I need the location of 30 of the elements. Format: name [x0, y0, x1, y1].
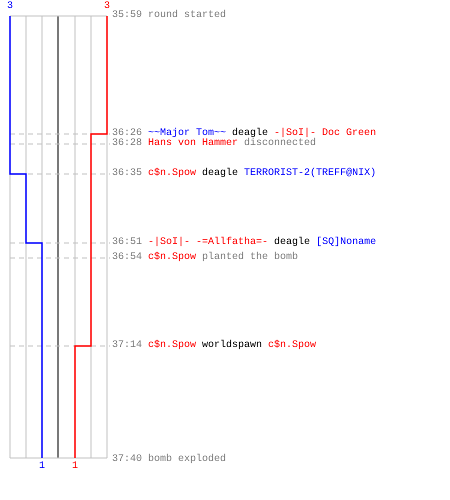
- player-name: c$n.Spow: [268, 340, 316, 352]
- timestamp: 37:40: [112, 454, 142, 466]
- timestamp: 36:35: [112, 168, 142, 180]
- count-label: 1: [72, 461, 78, 473]
- player-name: -|SoI|- -=Allfatha=-: [148, 237, 268, 249]
- player-name: c$n.Spow: [148, 252, 196, 264]
- event-text: round started: [148, 10, 226, 22]
- timestamp: 36:51: [112, 237, 142, 249]
- player-name: ~~Major Tom~~: [148, 128, 226, 139]
- timestamp: 36:54: [112, 252, 142, 264]
- timestamp: 37:14: [112, 340, 142, 352]
- player-name: -|SoI|- Doc Green: [274, 128, 376, 139]
- player-name: TERRORIST-2(TREFF@NIX): [244, 168, 376, 180]
- count-label: 3: [104, 1, 110, 13]
- timestamp: 36:26: [112, 128, 142, 139]
- event-text: bomb exploded: [148, 454, 226, 466]
- weapon-text: deagle: [232, 128, 268, 139]
- player-name: c$n.Spow: [148, 168, 196, 180]
- weapon-text: deagle: [274, 237, 310, 249]
- event-text: disconnected: [244, 138, 316, 150]
- weapon-text: worldspawn: [202, 340, 262, 352]
- timestamp: 35:59: [112, 10, 142, 22]
- count-label: 3: [6, 1, 13, 13]
- player-name: Hans von Hammer: [148, 138, 238, 150]
- player-name: c$n.Spow: [148, 340, 196, 352]
- weapon-text: deagle: [202, 168, 238, 180]
- timestamp: 36:28: [112, 138, 142, 150]
- player-name: [SQ]Noname: [316, 237, 376, 249]
- count-label: 1: [38, 461, 45, 473]
- event-text: planted the bomb: [202, 252, 298, 264]
